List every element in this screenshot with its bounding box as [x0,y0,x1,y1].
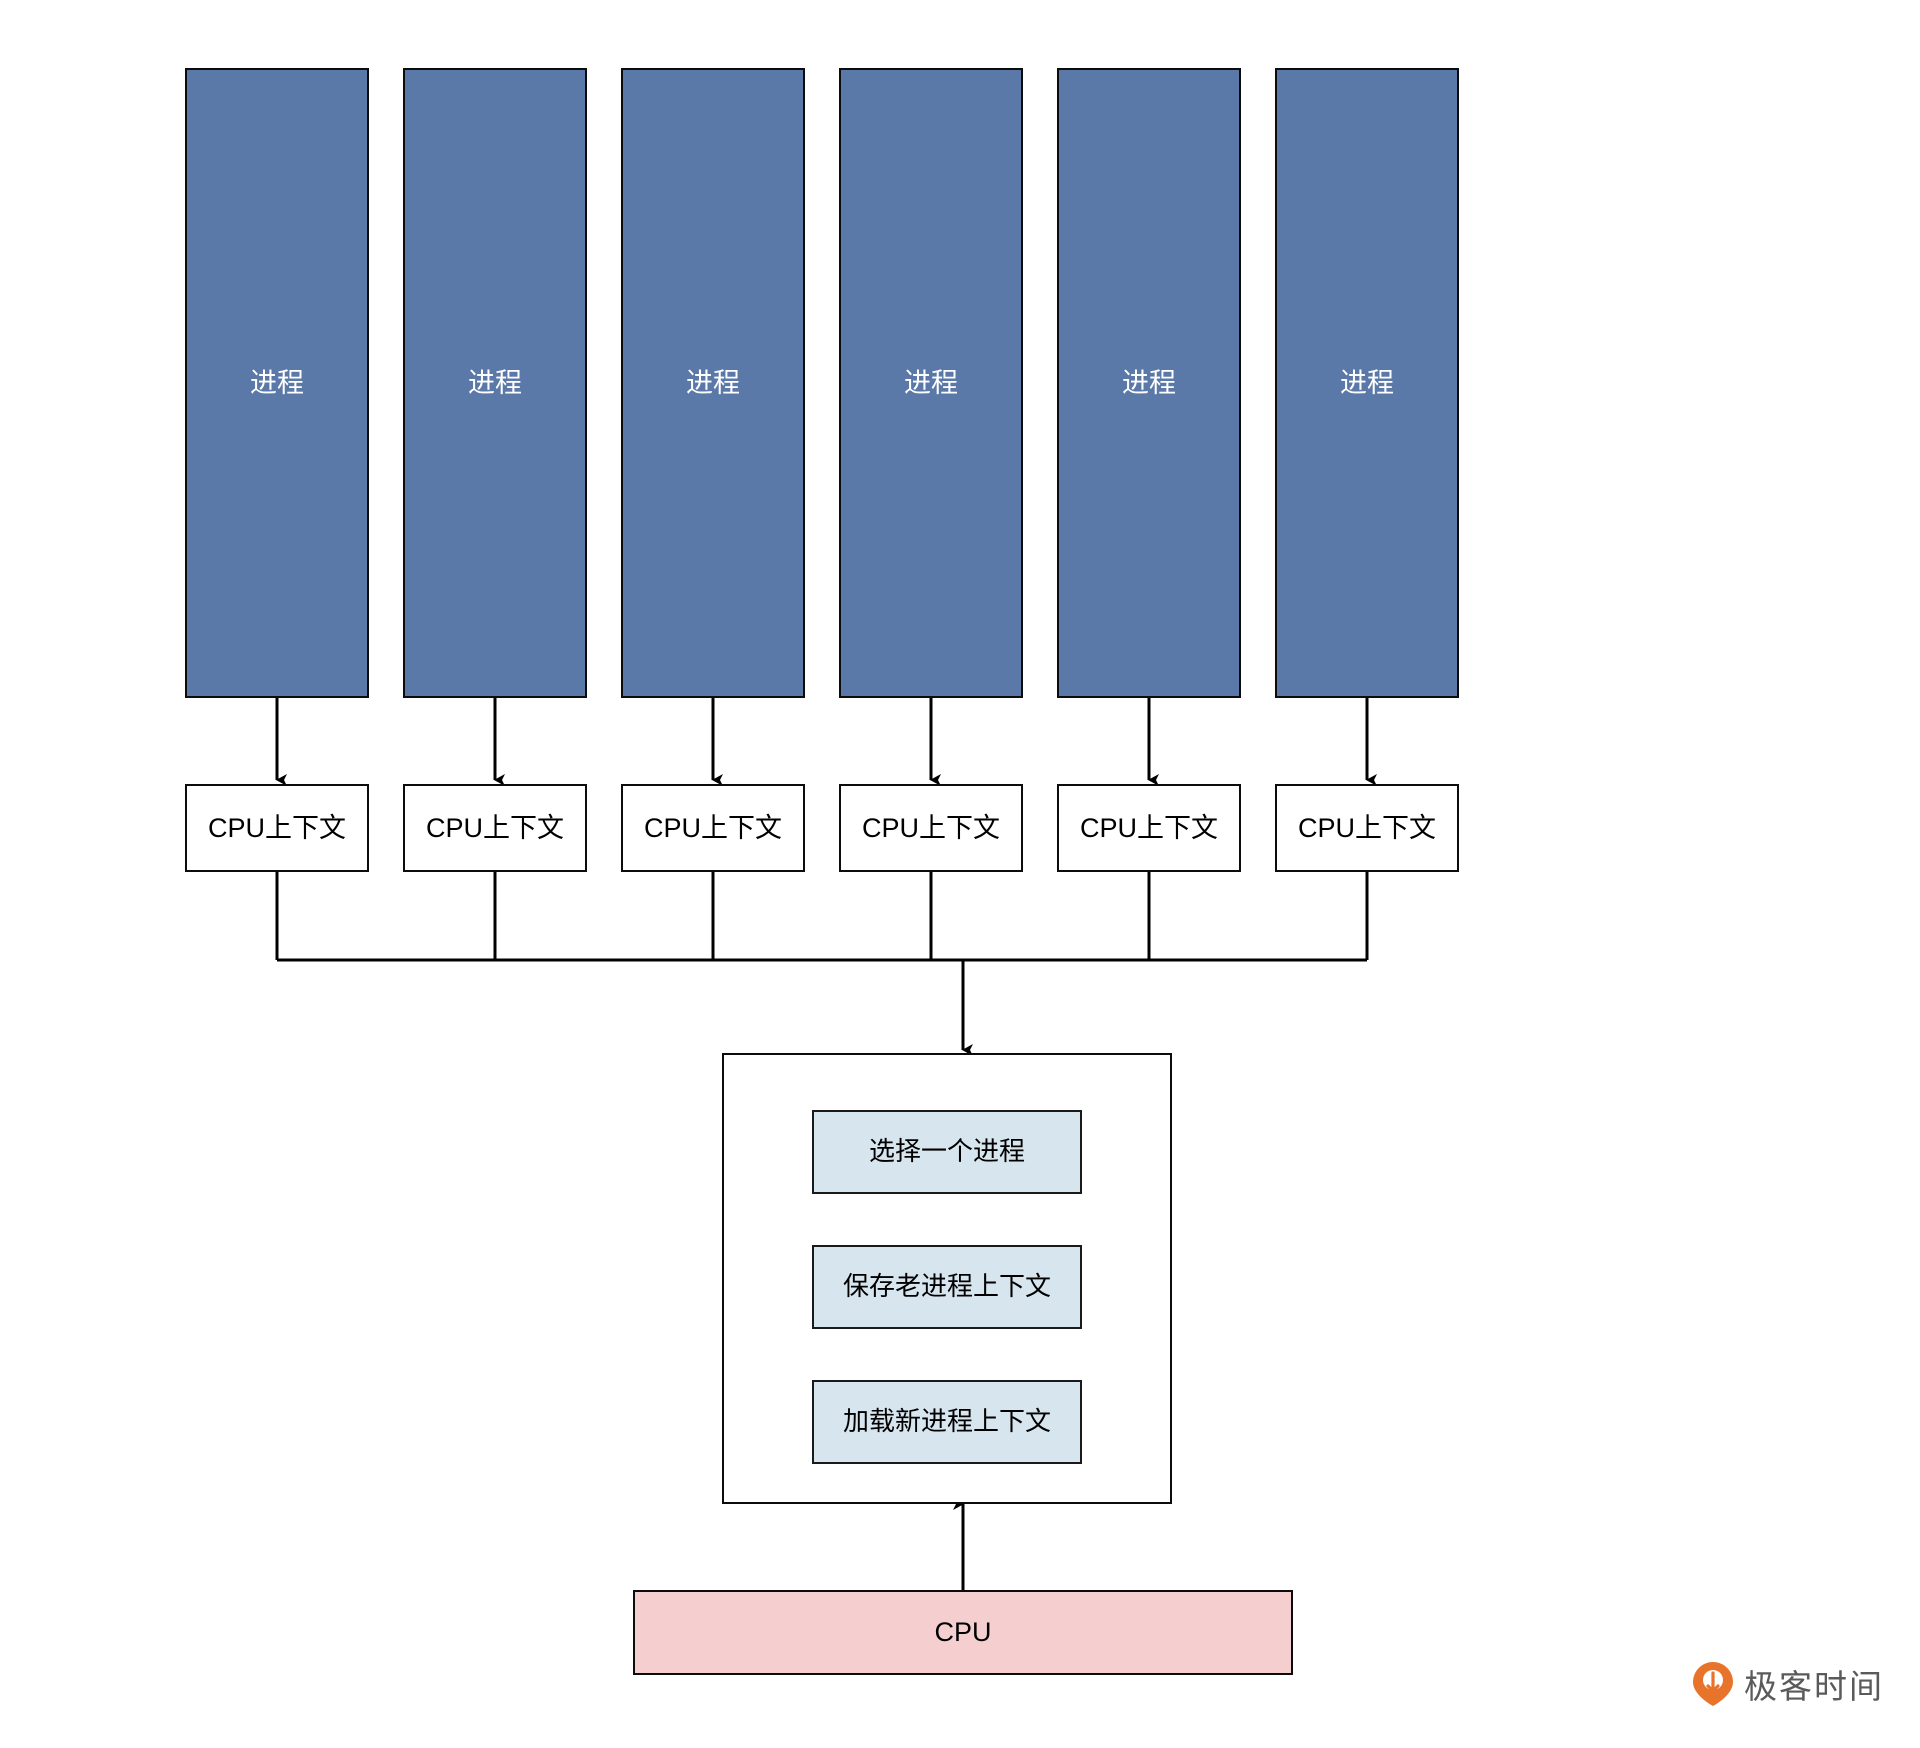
cpu-context-label: CPU上下文 [861,812,1000,843]
process-label: 进程 [250,367,304,398]
process-box-2[interactable]: 进程 [403,68,587,698]
watermark-text: 极客时间 [1744,1667,1884,1706]
cpu-context-label: CPU上下文 [643,812,782,843]
cpu-box[interactable]: CPU [633,1590,1293,1675]
cpu-context-box-2[interactable]: CPU上下文 [403,784,587,872]
process-label: 进程 [1340,367,1394,398]
step-label: 保存老进程上下文 [842,1271,1051,1302]
cpu-context-label: CPU上下文 [1079,812,1218,843]
cpu-context-label: CPU上下文 [207,812,346,843]
process-box-5[interactable]: 进程 [1057,68,1241,698]
process-box-4[interactable]: 进程 [839,68,1023,698]
cpu-context-box-3[interactable]: CPU上下文 [621,784,805,872]
step-box-load-new-context[interactable]: 加载新进程上下文 [812,1380,1082,1464]
process-label: 进程 [904,367,958,398]
process-box-3[interactable]: 进程 [621,68,805,698]
process-to-context-arrows [275,697,1377,786]
cpu-context-box-4[interactable]: CPU上下文 [839,784,1023,872]
cpu-context-label: CPU上下文 [1297,812,1436,843]
step-box-save-old-context[interactable]: 保存老进程上下文 [812,1245,1082,1329]
cpu-context-box-5[interactable]: CPU上下文 [1057,784,1241,872]
cpu-context-box-1[interactable]: CPU上下文 [185,784,369,872]
cpu-context-label: CPU上下文 [425,812,564,843]
process-box-6[interactable]: 进程 [1275,68,1459,698]
watermark: 极客时间 [1692,1660,1884,1708]
process-label: 进程 [1122,367,1176,398]
cpu-context-box-6[interactable]: CPU上下文 [1275,784,1459,872]
process-box-1[interactable]: 进程 [185,68,369,698]
context-to-bus-lines [275,872,1369,962]
process-label: 进程 [468,367,522,398]
cpu-label: CPU [934,1617,992,1648]
process-label: 进程 [686,367,740,398]
step-label: 加载新进程上下文 [842,1406,1051,1437]
location-pin-icon [1693,1662,1733,1706]
step-label: 选择一个进程 [868,1136,1025,1167]
step-box-select-process[interactable]: 选择一个进程 [812,1110,1082,1194]
